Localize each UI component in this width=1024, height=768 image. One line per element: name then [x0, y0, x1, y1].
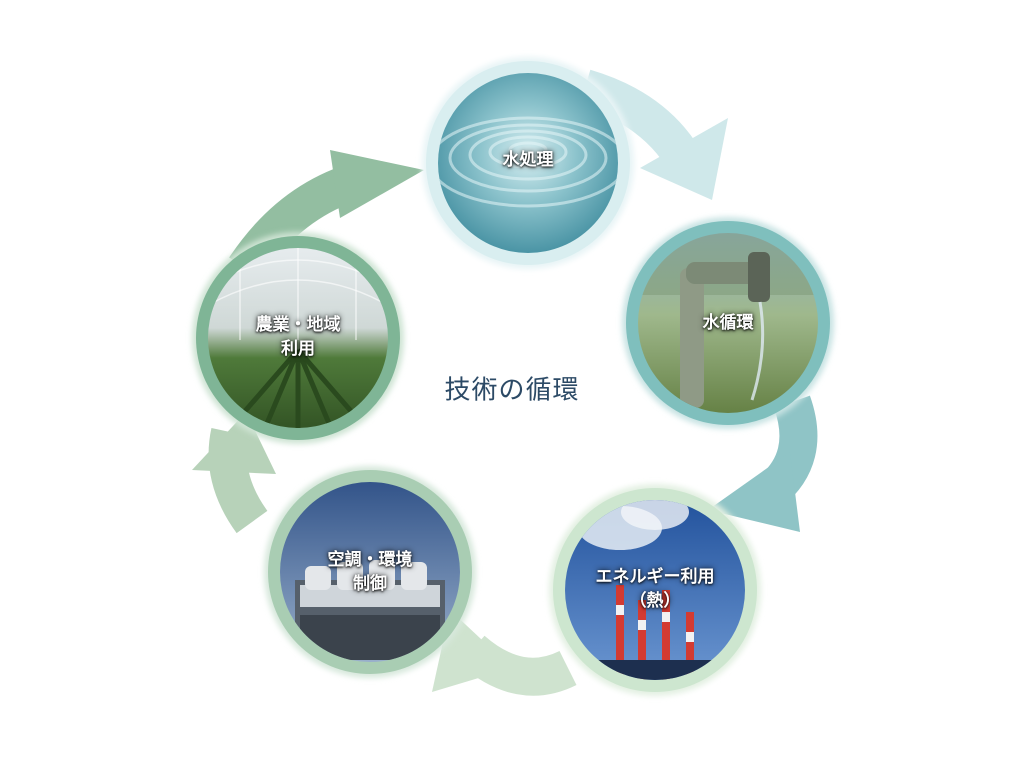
node-energy-use — [549, 484, 761, 696]
label-line: 水循環 — [702, 313, 754, 333]
diagram-title: 技術の循環 — [444, 375, 580, 406]
label-line: エネルギー利用 — [595, 567, 715, 587]
node-label-air-conditioning: 空調・環境 制御 — [328, 548, 413, 596]
node-label-energy-use: エネルギー利用 （熱） — [596, 565, 715, 613]
node-water-circulation — [622, 217, 834, 429]
node-label-water-treatment: 水処理 — [503, 148, 554, 172]
label-line: 制御 — [353, 574, 387, 594]
label-line: 利用 — [281, 339, 315, 359]
node-air-conditioning — [264, 466, 476, 678]
label-line: 水処理 — [502, 150, 554, 170]
arrow-airconditioning-to-agriculture — [192, 412, 276, 534]
node-agriculture — [192, 232, 404, 444]
node-water-treatment — [422, 57, 634, 269]
label-line: 空調・環境 — [327, 550, 413, 570]
arrow-circulation-to-energy — [708, 395, 818, 532]
label-line: 農業・地域 — [255, 315, 341, 335]
node-label-agriculture: 農業・地域 利用 — [256, 313, 341, 361]
chimney-image — [565, 500, 745, 680]
cooling-tower-image — [280, 482, 460, 662]
label-line: （熱） — [629, 591, 681, 611]
node-label-water-circulation: 水循環 — [703, 311, 754, 335]
water-ripple-image — [438, 73, 618, 253]
